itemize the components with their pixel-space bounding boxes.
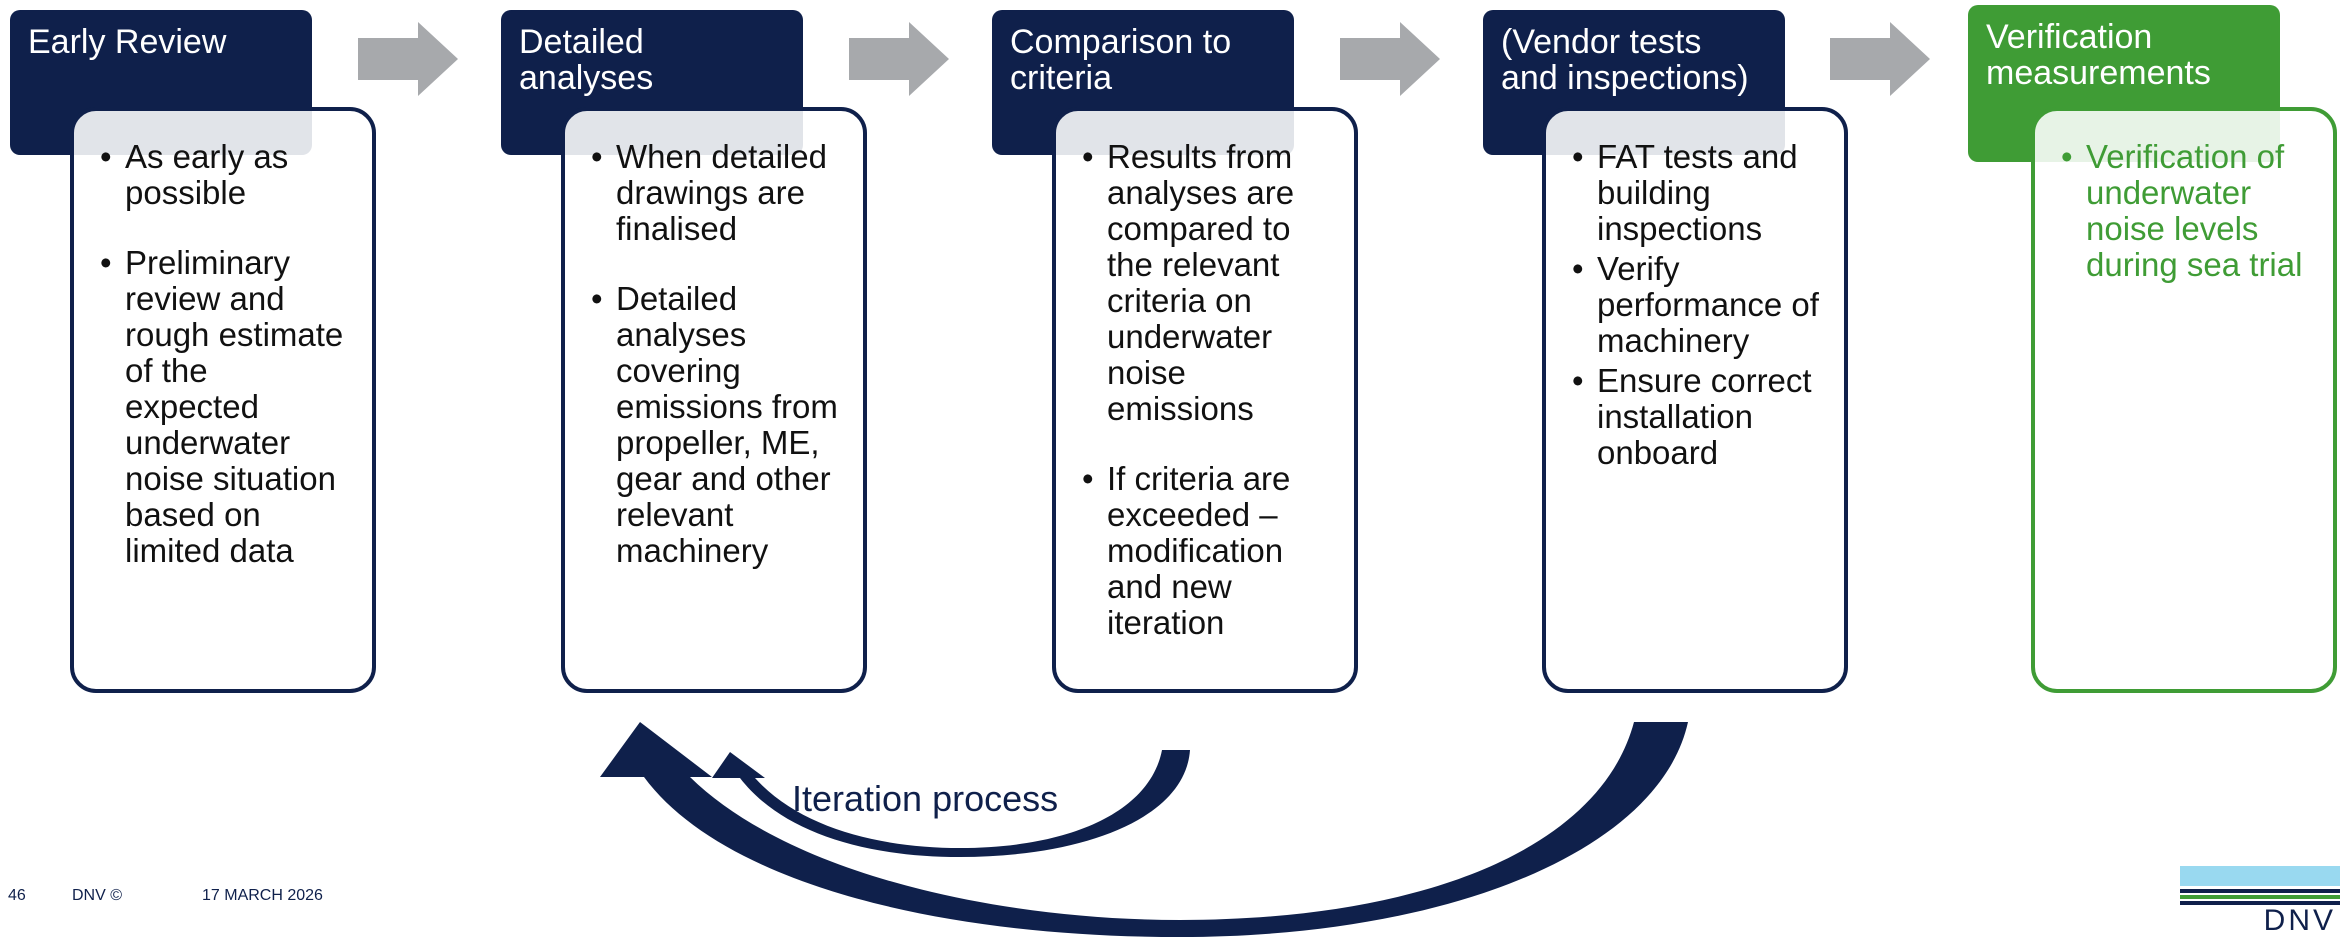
step-arrow-icon [358,22,458,96]
small-loop-arrow-icon [712,750,1190,857]
step-arrow-icon [849,22,949,96]
bullet-item: Results from analyses are compared to th… [1078,139,1332,427]
bullet-item: When detailed drawings are finalised [587,139,841,247]
stage-card: When detailed drawings are finalised Det… [561,107,867,693]
bullet-item: Ensure correct installation onboard [1568,363,1822,471]
large-loop-arrow-icon [600,722,1688,937]
iteration-label: Iteration process [792,778,1059,819]
bullet-item: Preliminary review and rough estimate of… [96,245,350,569]
date: 17 MARCH 2026 [202,887,323,904]
page-number: 46 [8,887,26,904]
stage-card: Results from analyses are compared to th… [1052,107,1358,693]
bullet-item: FAT tests and building inspections [1568,139,1822,247]
logo-text: DNV [2263,904,2336,937]
step-arrow-icon [1340,22,1440,96]
dnv-logo: DNV [2180,866,2340,937]
stage-card: Verification of underwater noise levels … [2031,107,2337,693]
bullet-item: Verification of underwater noise levels … [2057,139,2311,283]
stage-card: As early as possible Preliminary review … [70,107,376,693]
bullet-item: Verify performance of machinery [1568,251,1822,359]
copyright: DNV © [72,887,123,904]
stage-card: FAT tests and building inspections Verif… [1542,107,1848,693]
bullet-item: As early as possible [96,139,350,211]
bullet-item: If criteria are exceeded – modification … [1078,461,1332,641]
step-arrow-icon [1830,22,1930,96]
bullet-item: Detailed analyses covering emissions fro… [587,281,841,569]
